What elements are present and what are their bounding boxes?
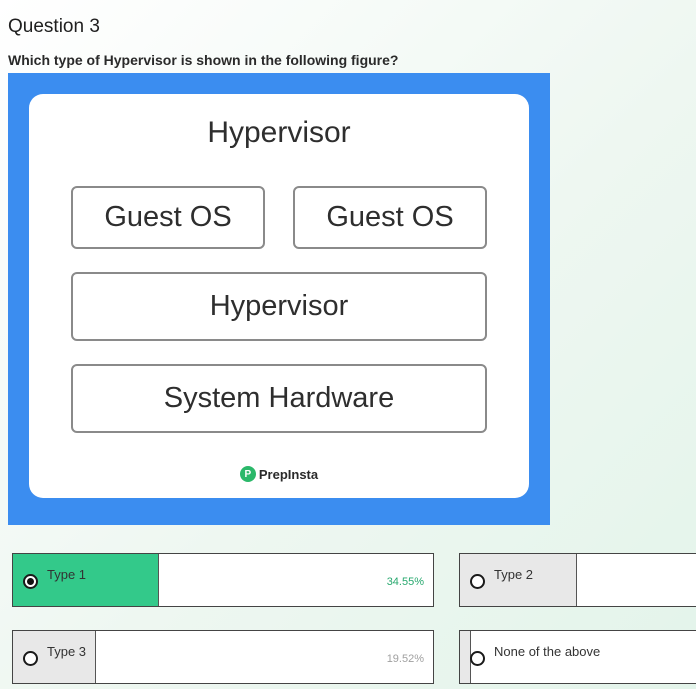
option-none-of-the-above[interactable]: None of the above	[459, 630, 696, 684]
guest-os-box-1: Guest OS	[71, 186, 265, 249]
prepinsta-logo-text: PrepInsta	[258, 466, 319, 482]
option-label: None of the above	[494, 644, 601, 659]
option-label: Type 3	[47, 644, 87, 659]
guest-os-box-2: Guest OS	[293, 186, 487, 249]
option-type-1[interactable]: Type 1 34.55%	[12, 553, 434, 607]
question-number: Question 3	[8, 16, 100, 37]
prepinsta-logo: P PrepInsta	[29, 466, 529, 482]
radio-button[interactable]	[470, 651, 485, 666]
system-hardware-box: System Hardware	[71, 364, 487, 433]
figure-card: Hypervisor Guest OS Guest OS Hypervisor …	[29, 94, 529, 498]
hypervisor-layer-box: Hypervisor	[71, 272, 487, 341]
question-text: Which type of Hypervisor is shown in the…	[8, 52, 399, 68]
question-figure: Hypervisor Guest OS Guest OS Hypervisor …	[8, 73, 550, 525]
radio-button[interactable]	[23, 574, 38, 589]
option-percent: 19.52%	[386, 653, 424, 665]
radio-button[interactable]	[23, 651, 38, 666]
option-type-3[interactable]: Type 3 19.52%	[12, 630, 434, 684]
figure-title: Hypervisor	[207, 116, 351, 149]
option-percent: 34.55%	[386, 576, 424, 588]
option-label: Type 2	[494, 567, 534, 582]
prepinsta-logo-icon: P	[239, 466, 256, 482]
radio-button[interactable]	[470, 574, 485, 589]
option-label: Type 1	[47, 567, 87, 582]
option-type-2[interactable]: Type 2	[459, 553, 696, 607]
